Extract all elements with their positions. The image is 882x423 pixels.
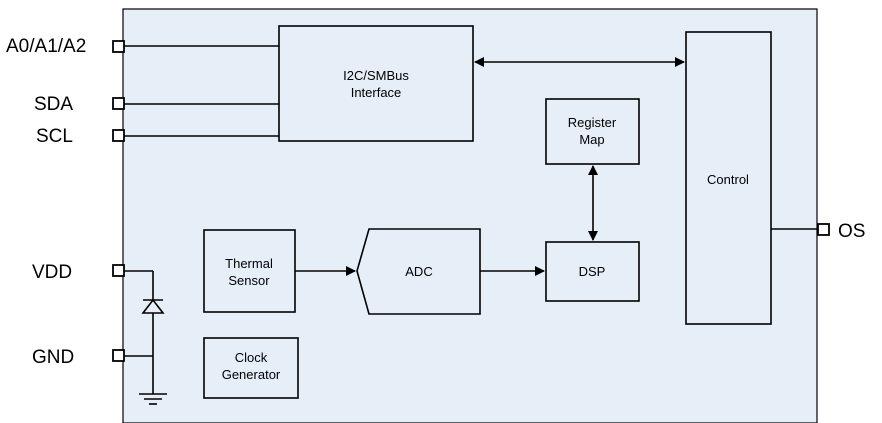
adc-block [356, 228, 481, 315]
control-block [685, 31, 772, 325]
esd-diode-icon [141, 298, 165, 314]
pin-pad-vdd [112, 264, 125, 277]
pin-label-scl: SCL [36, 126, 73, 147]
pin-pad-gnd [112, 349, 125, 362]
pin-label-vdd: VDD [32, 262, 72, 283]
pin-label-gnd: GND [32, 347, 74, 368]
pin-label-os: OS [838, 221, 865, 242]
ground-icon [139, 393, 167, 405]
pin-label-sda: SDA [34, 94, 73, 115]
dsp-block-label: DSP [579, 264, 606, 279]
dsp-block [545, 241, 640, 302]
thermal-sensor-label-line1: Thermal [225, 256, 273, 271]
control-block-label: Control [707, 172, 749, 187]
pin-pad-sda [112, 97, 125, 110]
thermal-sensor-label-line2: Sensor [228, 273, 270, 288]
register-map-label-line2: Map [579, 132, 604, 147]
register-map-block [545, 98, 640, 165]
adc-block-label: ADC [405, 264, 432, 279]
pin-pad-scl [112, 129, 125, 142]
i2c-smbus-interface-block [278, 25, 474, 142]
register-map-label-line1: Register [568, 115, 617, 130]
i2c-block-label-line2: Interface [351, 85, 402, 100]
clock-generator-label-line1: Clock [235, 350, 268, 365]
clock-generator-label-line2: Generator [222, 367, 281, 382]
pin-pad-addr [112, 40, 125, 53]
clock-generator-block [203, 337, 299, 399]
thermal-sensor-block [203, 229, 296, 313]
pin-label-addr: A0/A1/A2 [6, 36, 86, 57]
i2c-block-label-line1: I2C/SMBus [343, 68, 409, 83]
pin-pad-os [817, 223, 830, 236]
